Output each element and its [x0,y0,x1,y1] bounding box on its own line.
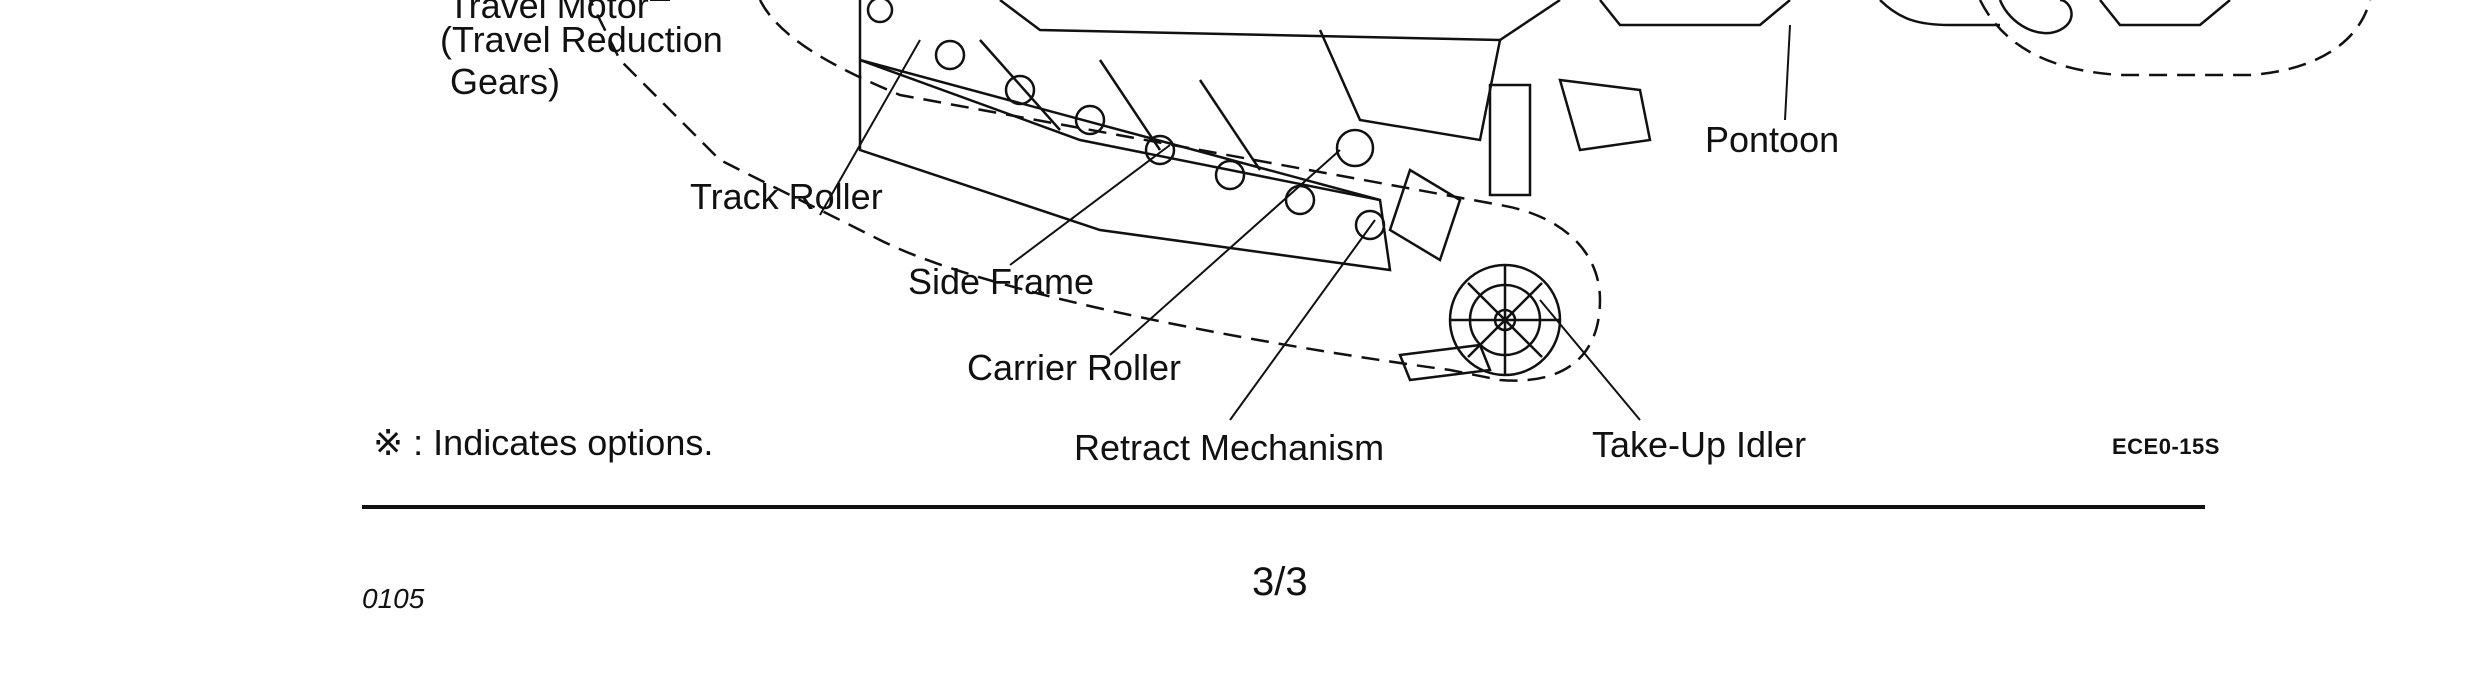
label-track-roller: Track Roller [690,176,883,217]
options-note: ※ : Indicates options. [373,422,714,463]
label-side-frame: Side Frame [908,261,1095,302]
label-travel-reduction: (Travel Reduction [440,19,723,60]
label-retract-mechanism: Retract Mechanism [1074,427,1385,468]
footer-rule [362,505,2205,509]
leader-lines [650,0,1791,421]
cylinder-shape [1488,83,1532,197]
track-outline-dashed [588,0,1602,382]
figure-code: ECE0-15S [2112,434,2220,459]
pontoon-shape [1599,0,1791,27]
label-travel-motor: Travel Motor [448,0,649,26]
label-take-up-idler: Take-Up Idler [1592,424,1807,465]
doc-code: 0105 [362,583,425,614]
label-gears: Gears) [450,61,561,102]
carrier-roller-shape [1335,128,1375,168]
page-number: 3/3 [1252,560,1308,604]
label-carrier-roller: Carrier Roller [967,347,1182,388]
track-outline-dashed-right [1978,0,2372,77]
label-pontoon: Pontoon [1705,119,1840,160]
upper-frame [999,0,1561,42]
take-up-idler-shape [1448,263,1562,377]
side-frame-shape [858,0,1392,272]
track-shoe [1398,343,1492,382]
